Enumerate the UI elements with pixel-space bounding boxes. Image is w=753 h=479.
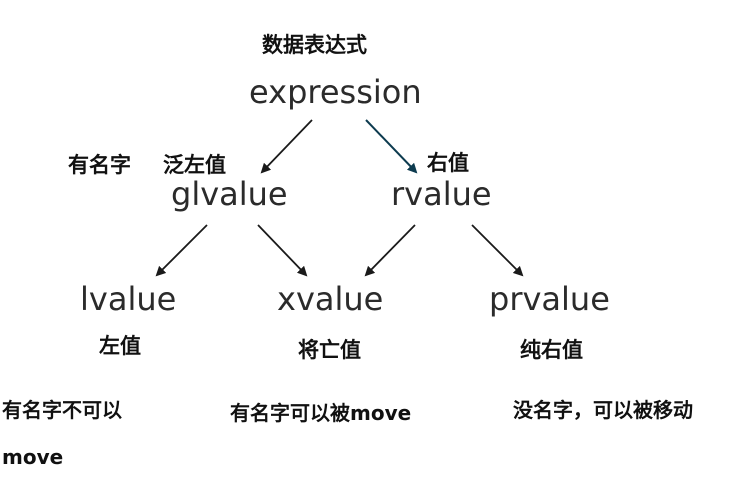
node-prvalue: prvalue bbox=[489, 280, 610, 318]
prvalue-description: 没名字，可以被移动 bbox=[513, 398, 693, 422]
node-lvalue: lvalue bbox=[80, 280, 177, 318]
lvalue-chinese-label: 左值 bbox=[99, 334, 141, 358]
arrow-expression-to-rvalue bbox=[365, 119, 418, 174]
prvalue-chinese-label: 纯右值 bbox=[520, 338, 583, 362]
lvalue-description: 有名字不可以 bbox=[2, 398, 122, 422]
node-xvalue: xvalue bbox=[277, 280, 384, 318]
arrow-rvalue-to-xvalue bbox=[364, 224, 416, 277]
xvalue-description: 有名字可以被move bbox=[230, 401, 412, 425]
expression-chinese-label: 数据表达式 bbox=[262, 33, 367, 57]
arrow-glvalue-to-lvalue bbox=[155, 224, 208, 277]
arrow-glvalue-to-xvalue bbox=[257, 224, 308, 277]
node-rvalue: rvalue bbox=[391, 175, 492, 213]
node-expression: expression bbox=[249, 73, 422, 111]
arrow-rvalue-to-prvalue bbox=[471, 224, 524, 277]
xvalue-chinese-label: 将亡值 bbox=[298, 338, 361, 362]
arrow-expression-to-glvalue bbox=[260, 119, 313, 174]
node-glvalue: glvalue bbox=[171, 175, 288, 213]
glvalue-chinese-label: 泛左值 bbox=[163, 153, 226, 177]
glvalue-named-label: 有名字 bbox=[68, 153, 131, 177]
rvalue-chinese-label: 右值 bbox=[427, 151, 469, 175]
lvalue-description-line2: move bbox=[2, 445, 64, 469]
